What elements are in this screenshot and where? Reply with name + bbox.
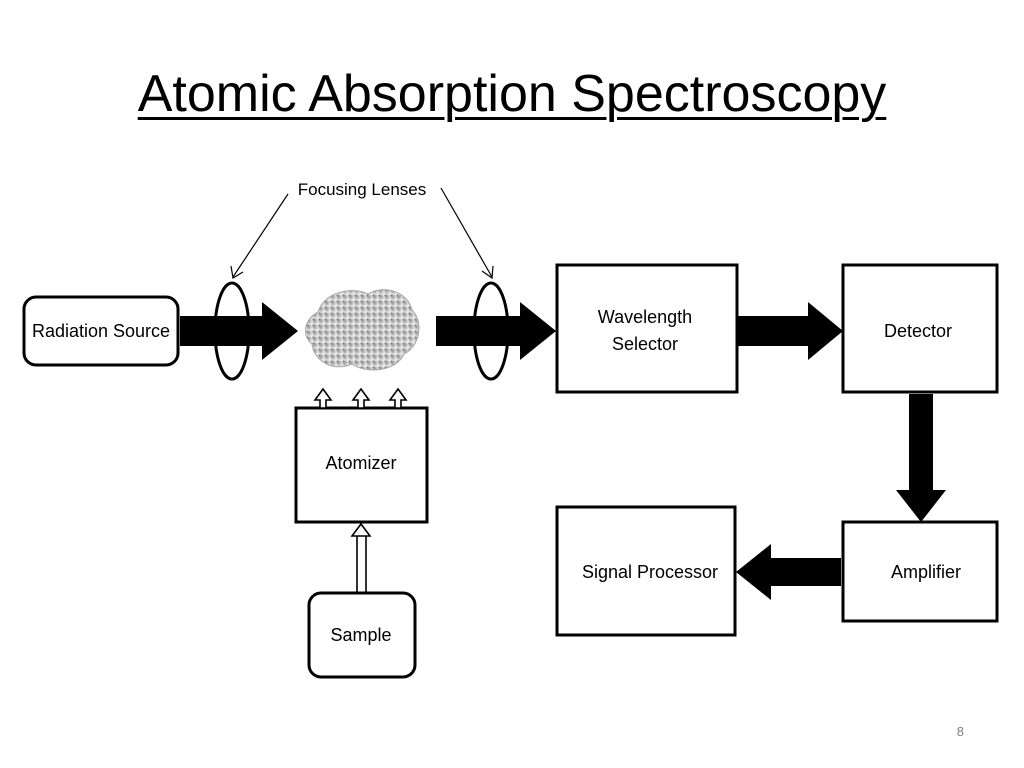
arrow-source-to-flame — [180, 302, 298, 360]
arrows-atomizer-to-flame — [313, 387, 408, 409]
amplifier-node: Amplifier — [841, 520, 999, 623]
radiation-source-label: Radiation Source — [32, 321, 170, 341]
callout-pointer-left — [230, 193, 289, 279]
sample-node: Sample — [307, 591, 417, 679]
arrow-flame-to-selector — [436, 302, 556, 360]
arrow-selector-to-detector — [738, 302, 843, 360]
wavelength-selector-node: Wavelength Selector — [555, 263, 739, 394]
callout-pointer-right — [440, 187, 494, 280]
atomizer-node: Atomizer — [294, 406, 429, 524]
radiation-source-node: Radiation Source — [22, 295, 180, 367]
detector-node: Detector — [841, 263, 999, 394]
detector-label: Detector — [884, 321, 952, 341]
sample-label: Sample — [330, 625, 391, 645]
arrow-detector-to-amplifier — [896, 394, 946, 522]
connector-sample-to-atomizer — [350, 522, 372, 594]
focusing-lens-right — [472, 281, 510, 381]
amplifier-label: Amplifier — [891, 562, 961, 582]
page-title-text: Atomic Absorption Spectroscopy — [137, 65, 887, 123]
wavelength-selector-label-line1: Wavelength — [598, 307, 692, 327]
signal-processor-node: Signal Processor — [555, 505, 737, 637]
page-number: 8 — [956, 724, 964, 739]
atomized-sample-cloud — [304, 289, 420, 371]
arrow-amplifier-to-processor — [736, 544, 841, 600]
focusing-lens-left — [213, 281, 251, 381]
page-title: Atomic Absorption Spectroscopy — [0, 62, 1024, 126]
focusing-lenses-callout: Focusing Lenses — [298, 180, 427, 199]
wavelength-selector-label-line2: Selector — [612, 334, 678, 354]
signal-processor-label: Signal Processor — [582, 562, 718, 582]
atomizer-label: Atomizer — [325, 453, 396, 473]
